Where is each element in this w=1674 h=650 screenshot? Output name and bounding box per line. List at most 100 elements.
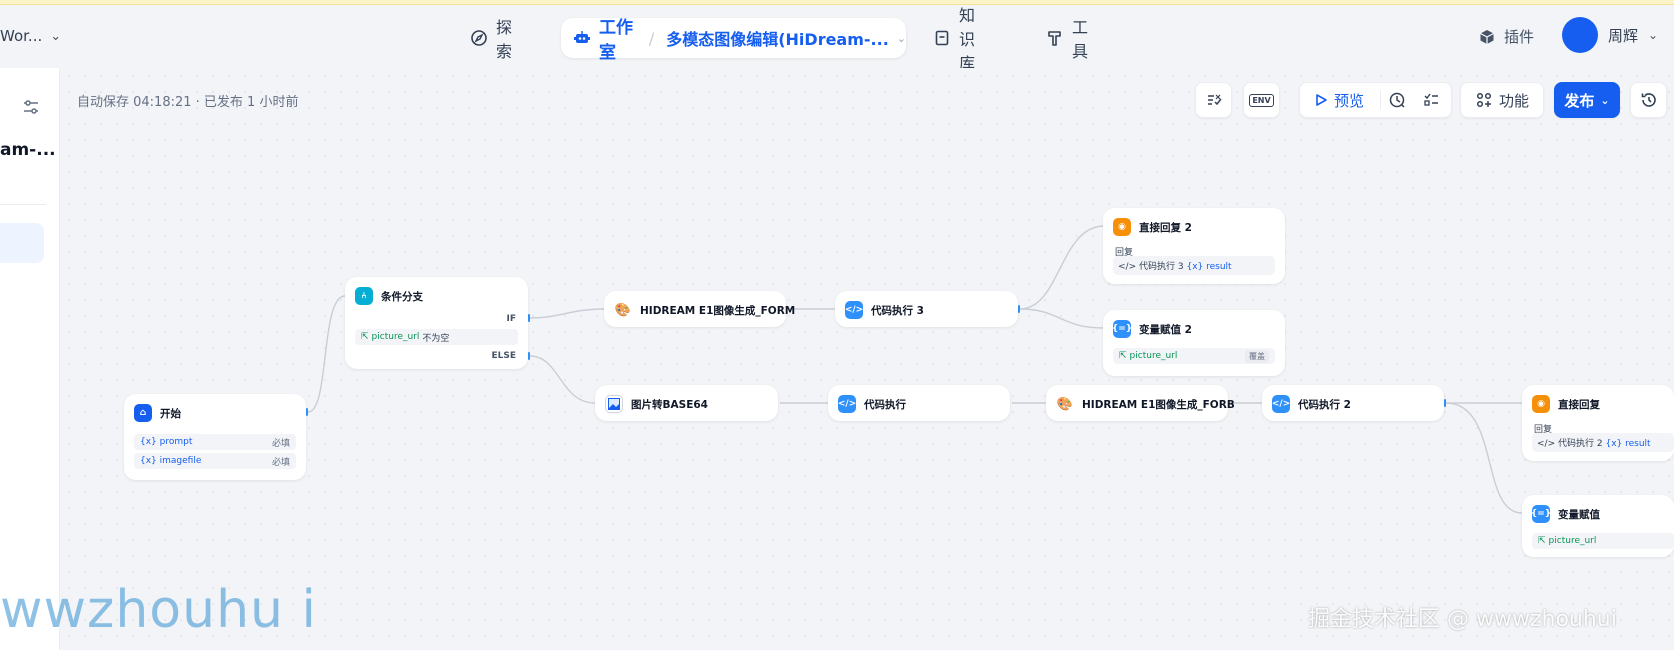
workspace-name: Wor... xyxy=(0,27,43,45)
node-title: 开始 xyxy=(160,407,181,420)
code-icon: </> xyxy=(838,395,856,413)
top-notice-strip xyxy=(0,0,1674,5)
node-hidream-form-1[interactable]: 🎨 HIDREAM E1图像生成_FORM xyxy=(604,291,795,327)
node-variable-assigner-1[interactable]: {=} 变量赋值 ⇱ picture_url xyxy=(1522,495,1674,557)
env-icon: ENV xyxy=(1249,93,1274,107)
node-title: 变量赋值 2 xyxy=(1139,323,1192,336)
plugins-link[interactable]: 插件 xyxy=(1478,26,1534,47)
else-label: ELSE xyxy=(491,351,516,361)
node-title: 条件分支 xyxy=(381,290,423,303)
node-code-3[interactable]: </> 代码执行 3 xyxy=(835,291,1018,327)
top-header: Wor... ⌄ 探索 工作室 / 多模态图像编辑(HiDream-... ⌄ … xyxy=(0,5,1674,73)
current-app-name[interactable]: 多模态图像编辑(HiDream-... xyxy=(666,30,889,49)
nav-knowledge-label: 知识库 xyxy=(959,6,976,73)
sidebar-item-orchestrate[interactable] xyxy=(0,223,44,263)
nav-knowledge[interactable]: 知识库 xyxy=(933,6,975,73)
node-header: ◉ 直接回复 xyxy=(1532,395,1600,413)
divider xyxy=(0,204,46,205)
overwrite-tag: 覆盖 xyxy=(1245,350,1269,363)
features-button[interactable]: 功能 xyxy=(1460,82,1544,118)
checklist-icon[interactable] xyxy=(1422,91,1440,109)
node-output-handle[interactable] xyxy=(306,408,308,416)
node-header: </> 代码执行 xyxy=(838,395,906,413)
grid-plus-icon xyxy=(1476,92,1492,108)
branch-icon: ⑃ xyxy=(355,287,373,305)
autosave-status: 自动保存 04:18:21 · 已发布 1 小时前 xyxy=(77,95,299,110)
user-name: 周辉 xyxy=(1608,26,1639,45)
condition-var: picture_url xyxy=(371,332,420,342)
image-icon xyxy=(605,395,623,413)
robot-icon xyxy=(574,31,590,43)
nav-tools[interactable]: 工具 xyxy=(1046,18,1088,61)
node-image-to-base64[interactable]: 图片转BASE64 xyxy=(595,385,778,421)
node-variable-assigner-2[interactable]: {=} 变量赋值 2 ⇱ picture_url 覆盖 xyxy=(1103,310,1285,376)
tool-icon: 🎨 xyxy=(1056,395,1074,413)
app-sidebar: am-... xyxy=(0,68,60,650)
features-label: 功能 xyxy=(1498,91,1529,110)
chevron-down-icon: ⌄ xyxy=(1600,93,1610,107)
watermark-right: 掘金技术社区 @ wwwzhouhui xyxy=(1308,607,1617,632)
plugins-label: 插件 xyxy=(1504,28,1535,46)
node-answer-1[interactable]: ◉ 直接回复 回复 </> 代码执行 2 {x} result xyxy=(1522,385,1674,461)
preview-button[interactable]: 预览 xyxy=(1314,83,1364,117)
workflow-canvas[interactable] xyxy=(61,68,1674,650)
workspace-switcher[interactable]: Wor... ⌄ xyxy=(0,27,61,45)
if-output-handle[interactable] xyxy=(528,314,530,322)
preview-group: 预览 xyxy=(1299,82,1452,118)
nav-studio-active[interactable]: 工作室 / 多模态图像编辑(HiDream-... ⌄ xyxy=(561,18,906,63)
sliders-icon[interactable] xyxy=(22,98,40,116)
reply-var: {x} result xyxy=(1186,262,1232,272)
node-start[interactable]: ⌂ 开始 {x} prompt 必填 {x} imagefile 必填 xyxy=(124,394,306,480)
node-answer-2[interactable]: ◉ 直接回复 2 回复 </> 代码执行 3 {x} result xyxy=(1103,208,1285,284)
node-hidream-form-2[interactable]: 🎨 HIDREAM E1图像生成_FORB xyxy=(1046,385,1235,421)
reply-content: </> 代码执行 3 {x} result xyxy=(1113,256,1275,275)
node-code-1[interactable]: </> 代码执行 xyxy=(828,385,1010,421)
node-title: 变量赋值 xyxy=(1558,508,1600,521)
node-title: 代码执行 2 xyxy=(1298,398,1351,411)
code-icon: </> xyxy=(1272,395,1290,413)
node-header: 🎨 HIDREAM E1图像生成_FORB xyxy=(1056,395,1235,413)
compass-icon xyxy=(471,30,487,46)
hammer-icon xyxy=(1048,31,1061,46)
cube-icon xyxy=(1480,29,1494,44)
else-output-handle[interactable] xyxy=(528,352,530,360)
history-button[interactable] xyxy=(1630,82,1667,118)
env-button[interactable]: ENV xyxy=(1243,82,1280,118)
divider xyxy=(1380,91,1381,109)
input-var-prompt: {x} prompt 必填 xyxy=(134,434,296,450)
input-var-imagefile: {x} imagefile 必填 xyxy=(134,453,296,469)
reply-icon: ◉ xyxy=(1532,395,1550,413)
publish-label: 发布 xyxy=(1564,91,1595,110)
node-header: {=} 变量赋值 2 xyxy=(1112,320,1192,338)
link-icon: ⇱ xyxy=(1538,536,1546,546)
user-menu[interactable]: 周辉 ⌄ xyxy=(1562,17,1658,53)
publish-button[interactable]: 发布 ⌄ xyxy=(1554,82,1620,118)
node-output-handle[interactable] xyxy=(1444,399,1446,407)
nav-separator: / xyxy=(648,28,655,48)
node-header: ◉ 直接回复 2 xyxy=(1113,218,1192,236)
reply-source: 代码执行 2 xyxy=(1558,439,1603,449)
var-name: {x} prompt xyxy=(140,437,193,447)
if-label: IF xyxy=(506,314,517,324)
nav-explore-label: 探索 xyxy=(496,18,513,61)
chevron-down-icon[interactable]: ⌄ xyxy=(896,31,906,45)
code-icon: </> xyxy=(845,301,863,319)
node-code-2[interactable]: </> 代码执行 2 xyxy=(1262,385,1444,421)
assign-row: ⇱ picture_url xyxy=(1532,533,1674,549)
run-history-icon[interactable] xyxy=(1388,91,1406,109)
condition-operator: 不为空 xyxy=(422,333,450,344)
node-output-handle[interactable] xyxy=(1018,305,1020,313)
link-icon: ⇱ xyxy=(361,332,369,342)
var-name: {x} imagefile xyxy=(140,456,202,466)
checklist-button[interactable] xyxy=(1195,82,1232,118)
node-title: 直接回复 2 xyxy=(1139,221,1192,234)
nav-studio-label: 工作室 xyxy=(599,18,633,63)
home-icon: ⌂ xyxy=(134,404,152,422)
reply-content: </> 代码执行 2 {x} result xyxy=(1532,433,1674,452)
nav-explore[interactable]: 探索 xyxy=(470,18,512,61)
chevron-down-icon: ⌄ xyxy=(1648,28,1659,42)
reply-var: {x} result xyxy=(1605,439,1651,449)
assign-var: picture_url xyxy=(1129,351,1178,361)
node-if-else[interactable]: ⑃ 条件分支 IF ⇱ picture_url 不为空 ELSE xyxy=(345,277,528,369)
checklist-icon xyxy=(1207,94,1222,106)
